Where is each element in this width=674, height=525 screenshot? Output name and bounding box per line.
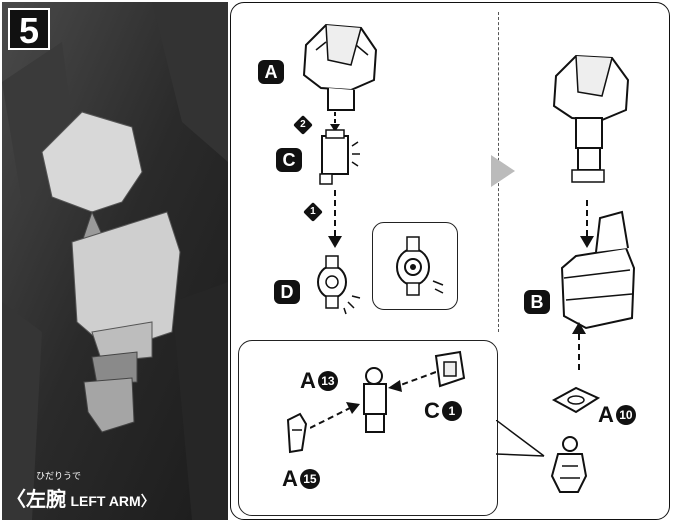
arrow-up-to-b xyxy=(572,322,586,370)
joint-detail-illustration xyxy=(396,236,444,296)
ref-a13: A 13 xyxy=(300,368,338,394)
ref-a10: A 10 xyxy=(598,402,636,428)
arrow-a15-to-a13 xyxy=(310,402,360,429)
detail-inset-joint xyxy=(372,222,458,310)
plate-part-a10-illustration xyxy=(551,386,601,414)
ref-a13-number: 13 xyxy=(317,371,338,391)
ref-a10-letter: A xyxy=(598,402,614,427)
ref-c1-number: 1 xyxy=(441,401,462,421)
step-number-badge: 5 xyxy=(8,8,50,51)
part-label-c: C xyxy=(276,148,302,172)
wrist-part-a13-illustration xyxy=(363,367,387,433)
reference-photo: 5 ひだりうで 〈左腕 LEFT ARM〉 xyxy=(2,2,228,520)
ref-a10-number: 10 xyxy=(615,405,636,425)
part-label-d: D xyxy=(274,280,300,304)
shoulder-part-illustration xyxy=(302,23,378,111)
step-order-2-text: 2 xyxy=(300,119,306,130)
next-stage-arrow xyxy=(491,155,515,187)
callout-pointer xyxy=(496,420,545,457)
joint-part-d-illustration xyxy=(317,255,361,315)
ref-a15: A 15 xyxy=(282,466,320,492)
forearm-part-b-illustration xyxy=(560,210,636,330)
arrow-to-b xyxy=(580,200,594,248)
arrow-c1-to-a13 xyxy=(388,371,436,392)
part-label-a: A xyxy=(258,60,284,84)
arrow-c-to-d xyxy=(328,190,342,248)
ref-c1: C 1 xyxy=(424,398,462,424)
step-order-1-text: 1 xyxy=(310,206,316,217)
photo-illustration xyxy=(2,2,228,520)
ref-c1-letter: C xyxy=(424,398,440,423)
arrow-a-to-c xyxy=(330,112,340,132)
section-title-jp: 〈左腕 xyxy=(6,489,66,511)
section-ruby: ひだりうで xyxy=(36,471,82,481)
assembled-upper-arm-illustration xyxy=(552,54,630,183)
ref-a15-letter: A xyxy=(282,466,298,491)
part-c1-illustration xyxy=(434,350,466,388)
ref-a13-letter: A xyxy=(300,368,316,393)
joint-part-c-illustration xyxy=(319,129,360,185)
section-title-en: LEFT ARM〉 xyxy=(70,493,155,509)
part-a15-illustration xyxy=(286,412,308,454)
section-title: ひだりうで 〈左腕 LEFT ARM〉 xyxy=(6,471,155,512)
part-label-b: B xyxy=(524,290,550,314)
hand-part-illustration xyxy=(550,436,588,493)
ref-a15-number: 15 xyxy=(299,469,320,489)
